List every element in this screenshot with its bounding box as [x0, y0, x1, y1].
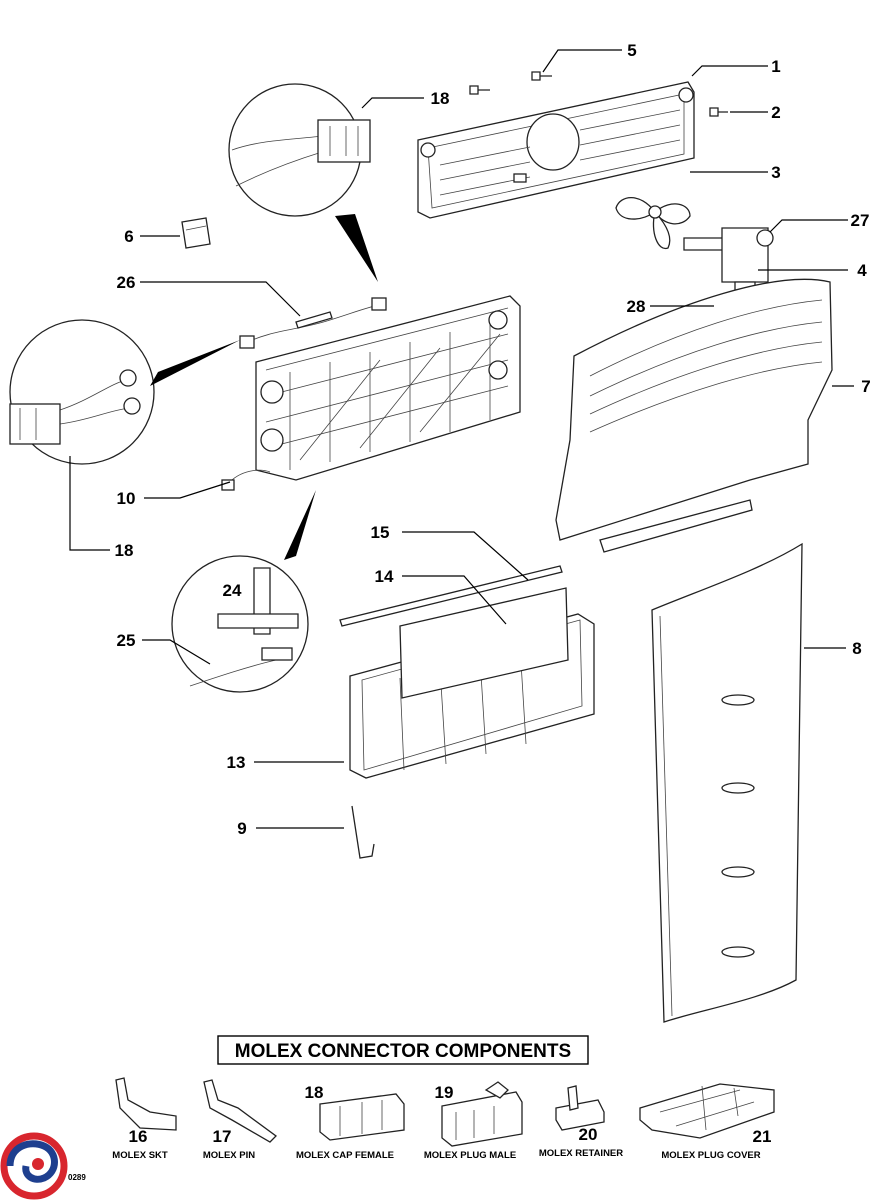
- part-wire-clip: [351, 805, 375, 859]
- part-lower-wire: [221, 469, 271, 491]
- part-drawer: [339, 565, 595, 779]
- callout-5: 5: [627, 41, 636, 60]
- inset-top-connector: [228, 83, 378, 282]
- legend-number-20: 20: [579, 1125, 598, 1144]
- callout-3: 3: [771, 163, 780, 182]
- legend-number-17: 17: [213, 1127, 232, 1146]
- callout-labels: 1 2 3 4 5 6 7 8 9 10 13 14 15 18 18 24 2…: [115, 41, 871, 838]
- legend-name-16: MOLEX SKT: [112, 1150, 168, 1161]
- callout-4: 4: [857, 261, 867, 280]
- logo-swirl-blue: [6, 1140, 58, 1183]
- callout-2: 2: [771, 103, 780, 122]
- part-tall-panel: [651, 542, 803, 1023]
- callout-13: 13: [227, 753, 246, 772]
- legend-title: MOLEX CONNECTOR COMPONENTS: [235, 1041, 571, 1062]
- callout-14: 14: [375, 567, 394, 586]
- legend-name-20: MOLEX RETAINER: [539, 1148, 623, 1159]
- legend: MOLEX CONNECTOR COMPONENTS 16 MOLEX SKT …: [112, 1035, 775, 1161]
- callout-8: 8: [852, 639, 861, 658]
- legend-item-molex-skt: 16 MOLEX SKT: [112, 1077, 177, 1161]
- part-small-bracket: [181, 217, 211, 249]
- callout-27: 27: [851, 211, 870, 230]
- part-screws: [469, 71, 728, 117]
- inset-left-connector: [9, 319, 240, 465]
- callout-15: 15: [371, 523, 390, 542]
- legend-title-box: [217, 1035, 589, 1065]
- part-fan-cover: [417, 81, 695, 219]
- leader-lines: [69, 49, 854, 829]
- legend-item-molex-pin: 17 MOLEX PIN: [203, 1079, 277, 1161]
- legend-name-19: MOLEX PLUG MALE: [424, 1150, 516, 1161]
- legend-item-molex-plug-cover: 21 MOLEX PLUG COVER: [639, 1083, 775, 1161]
- legend-item-molex-cap-female: 18 MOLEX CAP FEMALE: [296, 1083, 405, 1161]
- legend-number-19: 19: [435, 1083, 454, 1102]
- legend-item-molex-retainer: 20 MOLEX RETAINER: [539, 1085, 623, 1159]
- callout-25: 25: [117, 631, 136, 650]
- legend-name-17: MOLEX PIN: [203, 1150, 255, 1161]
- callout-1: 1: [771, 57, 780, 76]
- inset-sensor: [171, 490, 316, 693]
- callout-24: 24: [223, 581, 242, 600]
- legend-number-21: 21: [753, 1127, 772, 1146]
- legend-name-18: MOLEX CAP FEMALE: [296, 1150, 394, 1161]
- callout-26: 26: [117, 273, 136, 292]
- legend-number-18: 18: [305, 1083, 324, 1102]
- legend-item-molex-plug-male: 19 MOLEX PLUG MALE: [424, 1081, 523, 1161]
- callout-28: 28: [627, 297, 646, 316]
- diagram-code: 0289: [68, 1173, 86, 1182]
- part-rear-cover: [555, 278, 833, 553]
- callout-9: 9: [237, 819, 246, 838]
- callout-10: 10: [117, 489, 136, 508]
- part-fan-blade: [615, 196, 691, 250]
- logo-center: [32, 1158, 44, 1170]
- callout-18-top: 18: [431, 89, 450, 108]
- callout-6: 6: [124, 227, 133, 246]
- brand-swirl-logo: [0, 1132, 68, 1200]
- legend-number-16: 16: [129, 1127, 148, 1146]
- part-evaporator: [255, 295, 521, 481]
- callout-7: 7: [861, 377, 870, 396]
- callout-18-left: 18: [115, 541, 134, 560]
- legend-name-21: MOLEX PLUG COVER: [661, 1150, 760, 1161]
- part-wiring-harness: [239, 297, 387, 349]
- logo-outer: [0, 1132, 68, 1200]
